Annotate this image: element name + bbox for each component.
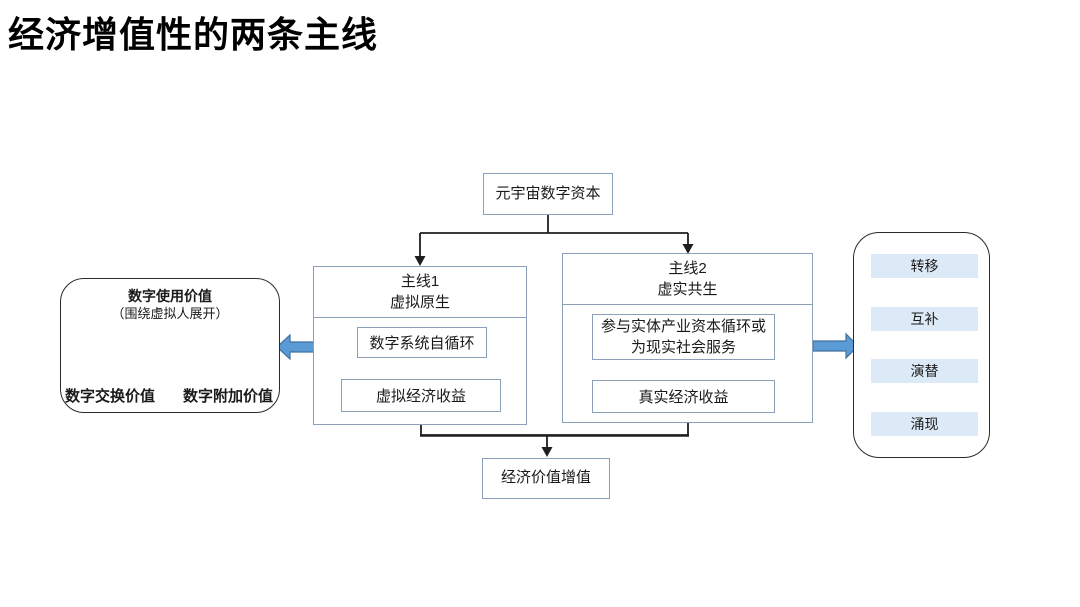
- value-triangle-panel: 数字使用价值 （围绕虚拟人展开） 数字交换价值 数字附加价值: [60, 278, 280, 413]
- root-node-label: 元宇宙数字资本: [495, 184, 601, 202]
- bottom-connector-arrowhead: [541, 447, 553, 457]
- mainline1-step1-box: 数字系统自循环: [357, 327, 487, 358]
- value-triangle-bottom-right-label: 数字附加价值: [182, 388, 273, 405]
- mainline2-header: 主线2 虚实共生: [563, 254, 812, 305]
- mainline2-step2-box: 真实经济收益: [592, 380, 775, 413]
- evolution-panel: 转移 互补 演替 涌现: [853, 232, 990, 458]
- evolution-step-label: 涌现: [910, 416, 939, 432]
- value-triangle-bottom-left-label: 数字交换价值: [65, 388, 156, 405]
- result-node-label: 经济价值增值: [500, 469, 591, 487]
- evolution-step-label: 演替: [910, 363, 939, 379]
- result-node-economic-value-added: 经济价值增值: [482, 458, 610, 499]
- mainline1-subtitle: 虚拟原生: [389, 294, 450, 311]
- bottom-connector-lines: [420, 423, 689, 448]
- evolution-step-label: 转移: [910, 258, 939, 274]
- top-connector-lines: [419, 215, 689, 257]
- evolution-step-emergence: 涌现: [871, 412, 978, 436]
- evolution-step-transfer: 转移: [871, 254, 978, 278]
- evolution-step-succession: 演替: [871, 359, 978, 383]
- value-triangle-top-label: 数字使用价值: [128, 288, 212, 304]
- evolution-step-label: 互补: [910, 311, 939, 327]
- mainline2-title: 主线2: [668, 260, 707, 277]
- root-node-metaverse-digital-capital: 元宇宙数字资本: [483, 173, 613, 215]
- mainline2-step1-box: 参与实体产业资本循环或为现实社会服务: [592, 314, 775, 360]
- mainline2-subtitle: 虚实共生: [657, 281, 718, 298]
- mainline1-step2-box: 虚拟经济收益: [341, 379, 501, 412]
- mainline2-step1-label: 参与实体产业资本循环或为现实社会服务: [600, 318, 766, 356]
- mainline1-title: 主线1: [400, 273, 440, 290]
- mainline1-header: 主线1 虚拟原生: [314, 267, 526, 318]
- evolution-step-complement: 互补: [871, 307, 978, 331]
- left-block-arrow: [276, 333, 316, 361]
- right-block-arrow: [812, 332, 859, 360]
- page-title: 经济增值性的两条主线: [8, 14, 379, 55]
- value-triangle-top-sublabel: （围绕虚拟人展开）: [111, 306, 229, 321]
- mainline2-step2-label: 真实经济收益: [638, 389, 729, 406]
- mainline1-step2-label: 虚拟经济收益: [375, 388, 466, 405]
- mainline1-step1-label: 数字系统自循环: [369, 335, 475, 352]
